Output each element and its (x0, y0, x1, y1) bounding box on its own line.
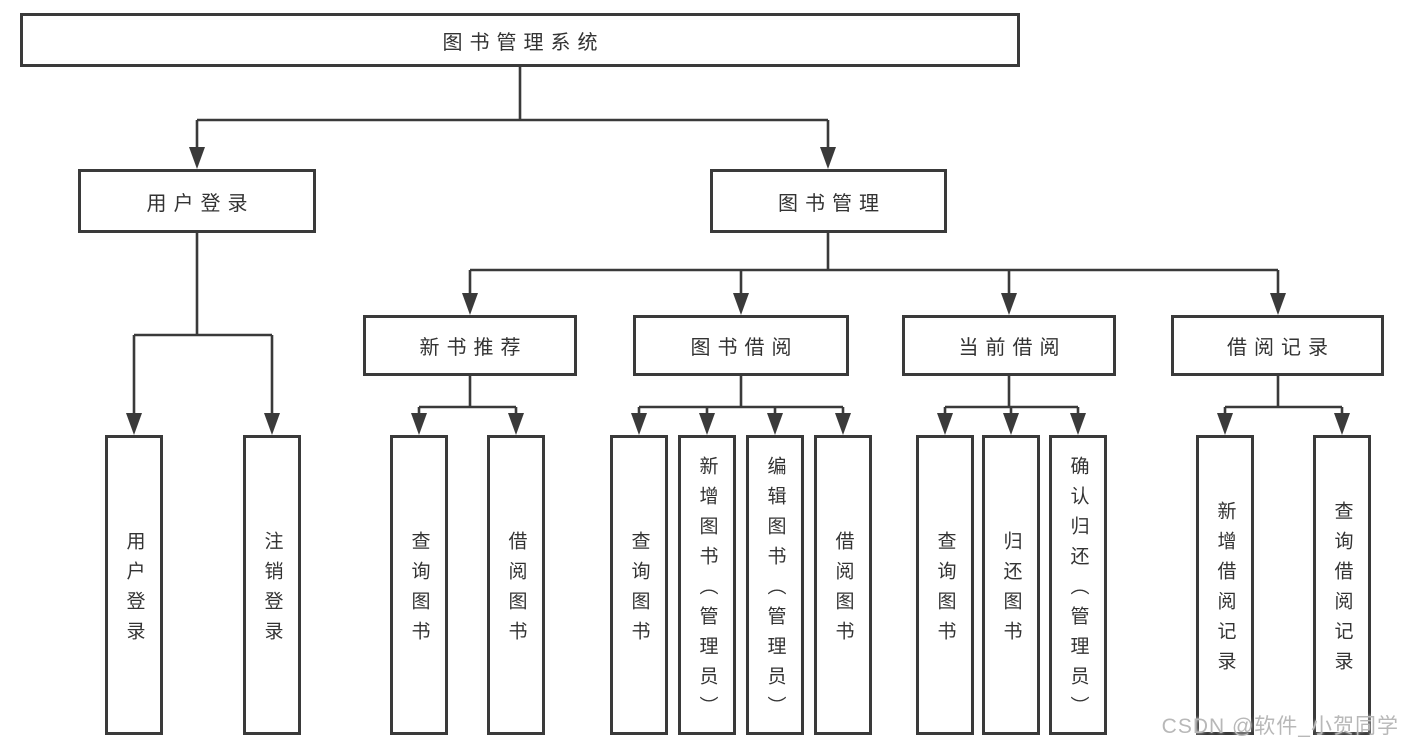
leaf-add-book-admin: 新增图书（管理员） (678, 435, 736, 735)
leaf-label: 查询图书 (934, 530, 956, 651)
node-label: 图书管理 (778, 192, 886, 215)
leaf-query-borrow-record: 查询借阅记录 (1313, 435, 1371, 735)
node-library-management-system: 图书管理系统 (20, 13, 1020, 67)
node-user-login: 用户登录 (78, 169, 316, 233)
leaf-label: 归还图书 (1000, 530, 1022, 651)
leaf-return-books: 归还图书 (982, 435, 1040, 735)
leaf-borrow-books-recommend: 借阅图书 (487, 435, 545, 735)
leaf-label: 借阅图书 (505, 530, 527, 651)
node-book-management: 图书管理 (710, 169, 947, 233)
connector-current-borrowing-to-leaves (937, 376, 1086, 435)
node-label: 图书借阅 (690, 337, 799, 359)
node-label: 新书推荐 (419, 337, 528, 359)
csdn-watermark: CSDN @软件_小贺同学 (1161, 715, 1399, 738)
node-borrowing-records: 借阅记录 (1171, 315, 1384, 376)
leaf-label: 新增借阅记录 (1214, 500, 1236, 681)
leaf-label: 确认归还（管理员） (1067, 455, 1089, 726)
leaf-label: 查询图书 (628, 530, 650, 651)
leaf-label: 查询图书 (408, 530, 430, 651)
leaf-user-login: 用户登录 (105, 435, 163, 735)
leaf-label: 注销登录 (261, 530, 283, 651)
leaf-edit-book-admin: 编辑图书（管理员） (746, 435, 804, 735)
node-book-borrowing: 图书借阅 (633, 315, 849, 376)
leaf-label: 编辑图书（管理员） (764, 455, 786, 726)
leaf-label: 查询借阅记录 (1331, 500, 1353, 681)
leaf-query-books-recommend: 查询图书 (390, 435, 448, 735)
leaf-borrow-books: 借阅图书 (814, 435, 872, 735)
connector-borrowing-records-to-leaves (1217, 376, 1350, 435)
leaf-add-borrow-record: 新增借阅记录 (1196, 435, 1254, 735)
connector-book-borrowing-to-leaves (631, 376, 851, 435)
node-label: 用户登录 (146, 192, 255, 215)
node-label: 图书管理系统 (442, 31, 605, 54)
node-new-book-recommendation: 新书推荐 (363, 315, 577, 376)
leaf-label: 新增图书（管理员） (696, 455, 718, 726)
leaf-label: 借阅图书 (832, 530, 854, 651)
connector-user-login-to-leaves (126, 233, 280, 435)
connector-root-to-level2 (189, 67, 836, 169)
connector-new-book-recommendation-to-leaves (411, 376, 524, 435)
connector-book-management-to-level3 (462, 233, 1286, 315)
node-label: 当前借阅 (958, 337, 1067, 359)
node-label: 借阅记录 (1227, 337, 1335, 359)
leaf-logout: 注销登录 (243, 435, 301, 735)
leaf-query-books-borrow: 查询图书 (610, 435, 668, 735)
leaf-confirm-return-admin: 确认归还（管理员） (1049, 435, 1107, 735)
node-current-borrowing: 当前借阅 (902, 315, 1116, 376)
leaf-query-books-current: 查询图书 (916, 435, 974, 735)
leaf-label: 用户登录 (123, 530, 145, 651)
